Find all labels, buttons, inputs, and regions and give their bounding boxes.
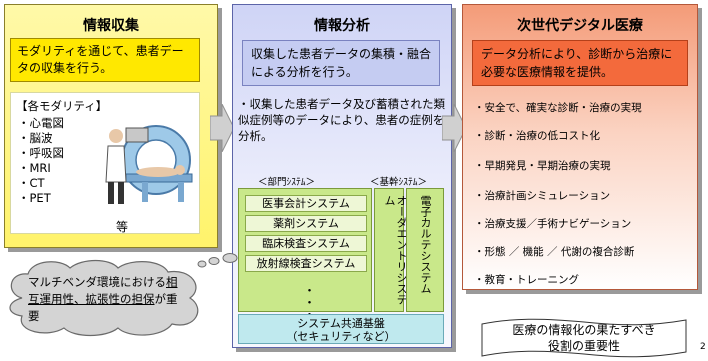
- benefit-item: ・教育・トレーニング: [474, 274, 579, 286]
- modality-item: ・PET: [18, 191, 51, 205]
- dept-systems-more: ・・・: [302, 284, 316, 320]
- modality-item: ・MRI: [18, 161, 51, 175]
- department-systems-label: ＜部門ｼｽﾃﾑ＞: [258, 177, 316, 188]
- modality-item: ・脳波: [18, 131, 53, 145]
- modalities-etc: 等: [116, 220, 129, 234]
- order-entry-label: オーダエントリシステム: [383, 195, 408, 305]
- cloud-text-part: マルチベンダ環境における: [28, 275, 166, 289]
- scroll-banner-shape: [481, 318, 687, 358]
- panel1-title: 情報収集: [83, 18, 139, 34]
- cloud-text-part: が重要: [28, 292, 178, 323]
- modality-item: ・CT: [18, 176, 45, 190]
- cloud-text-emphasis: 相互運用性、拡張性の担保: [28, 275, 178, 306]
- modality-list: ・心電図 ・脳波 ・呼吸図 ・MRI ・CT ・PET: [18, 116, 64, 206]
- dept-system-item: 放射線検査システム: [245, 255, 367, 272]
- benefit-item: ・治療支援／手術ナビゲーション: [474, 218, 632, 230]
- panel1-description: モダリティを通じて、患者データの収集を行う。: [10, 38, 200, 82]
- benefit-item: ・治療計画シミュレーション: [474, 190, 611, 202]
- common-infrastructure-box: システム共通基盤 （セキュリティなど）: [238, 314, 444, 344]
- panel3-title: 次世代デジタル医療: [517, 18, 643, 34]
- cloud-callout-shape: [9, 259, 199, 337]
- core-systems-label: ＜基幹ｼｽﾃﾑ＞: [370, 177, 428, 188]
- flow-arrow-icon: [442, 104, 466, 152]
- benefit-item: ・早期発見・早期治療の実現: [474, 160, 611, 172]
- ct-scanner-illustration: [105, 125, 193, 204]
- order-entry-system-box: オーダエントリシステム: [374, 188, 408, 312]
- panel2-description: 収集した患者データの集積・融合による分析を行う。: [242, 40, 440, 86]
- benefit-item: ・形態 ／ 機能 ／ 代謝の複合診断: [474, 246, 635, 258]
- cloud-tail-icon: [197, 253, 238, 268]
- flow-arrow-icon: [210, 104, 234, 152]
- modalities-heading: 【各モダリティ】: [16, 99, 108, 113]
- cloud-callout-text: マルチベンダ環境における相互運用性、拡張性の担保が重要: [28, 274, 188, 325]
- benefit-item: ・安全で、確実な診断・治療の実現: [474, 102, 642, 114]
- ehr-label: 電子カルテシステム: [419, 195, 432, 294]
- infrastructure-sublabel: （セキュリティなど）: [286, 330, 396, 343]
- panel3-description: データ分析により、診断から治療に必要な医療情報を提供。: [472, 40, 688, 86]
- dept-system-item: 薬剤システム: [245, 215, 367, 232]
- ehr-system-box: 電子カルテシステム: [406, 188, 444, 312]
- page-number: 2: [700, 342, 706, 352]
- panel2-title: 情報分析: [314, 18, 370, 34]
- department-systems-box: 医事会計システム 薬剤システム 臨床検査システム 放射線検査システム: [238, 188, 372, 312]
- modality-item: ・心電図: [18, 116, 64, 130]
- modality-item: ・呼吸図: [18, 146, 64, 160]
- dept-system-item: 医事会計システム: [245, 195, 367, 212]
- scroll-banner-text: 医療の情報化の果たすべき役割の重要性: [512, 323, 656, 353]
- benefit-item: ・診断・治療の低コスト化: [474, 130, 600, 142]
- dept-system-item: 臨床検査システム: [245, 235, 367, 252]
- infrastructure-label: システム共通基盤: [297, 317, 385, 330]
- panel2-analysis-text: ・収集した患者データ及び蓄積された類似症例等のデータにより、患者の症例を分析。: [238, 97, 445, 143]
